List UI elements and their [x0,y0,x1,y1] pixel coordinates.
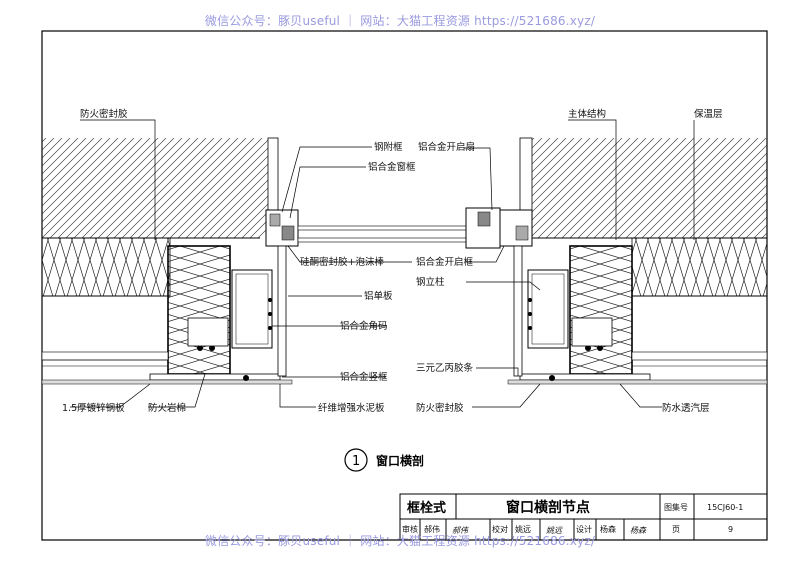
tb-review-name: 郝伟 [424,524,440,534]
section-title: 窗口横剖 [376,453,424,468]
tb-check-sign: 姚远 [546,526,563,535]
right-wall-face [519,137,533,211]
right-insulation-band [631,237,768,297]
section-number: 1 [352,454,360,469]
tb-drawing-title: 窗口横剖节点 [506,499,590,516]
label-steel-subframe: 钢附框 [374,141,403,153]
left-cement-board [41,351,169,361]
left-structure-hatch [42,138,270,238]
label-alu-corner-code: 铝合金角码 [340,320,388,332]
tb-page-no: 9 [728,525,733,534]
tb-review-sign: 郝伟 [452,526,469,535]
right-fire-wool [569,245,633,375]
tb-design-name: 杨森 [600,524,616,534]
watermark-top: 微信公众号：豚贝useful ｜ 网站：大猫工程资源 https://52168… [204,14,596,28]
label-silicone-foam: 硅酮密封胶+泡沫棒 [300,256,384,268]
section-number-circle [344,448,368,472]
left-wall-face [267,137,279,211]
label-alu-single-panel: 铝单板 [364,290,393,302]
label-fire-wool: 防火岩棉 [148,402,186,414]
label-main-structure: 主体结构 [568,108,606,120]
left-fire-wool [167,245,231,375]
tb-atlas-label: 图集号 [664,502,688,512]
right-steel-column [527,269,569,349]
label-waterproof-membrane: 防水透汽层 [662,402,710,414]
right-cement-board [631,351,768,361]
label-insulation: 保温层 [694,108,723,120]
tb-atlas-no: 15CJ60-1 [707,503,743,512]
left-steel-column [231,269,273,349]
label-fire-seal-bottom: 防火密封胶 [416,402,464,414]
tb-design-label: 设计 [576,524,592,534]
label-fire-seal-top: 防火密封胶 [80,108,128,120]
label-alu-window-frame: 铝合金窗框 [368,161,416,173]
label-alu-mullion: 铝合金竖框 [340,371,388,383]
label-steel-column: 钢立柱 [416,276,445,288]
label-epdm-strip: 三元乙丙胶条 [416,362,474,374]
label-alu-open-frame: 铝合金开启框 [416,256,474,268]
watermark-bottom: 微信公众号：豚贝useful ｜ 网站：大猫工程资源 https://52168… [204,534,596,548]
tb-review-label: 审核 [402,524,418,534]
glass-outer [297,225,469,231]
tb-system: 框栓式 [407,500,446,516]
label-galv-steel: 1.5厚镀锌钢板 [62,402,125,414]
label-fiber-cement: 纤维增强水泥板 [318,402,385,414]
tb-design-sign: 杨森 [630,526,647,535]
glass-inner [297,237,469,243]
tb-page-label: 页 [672,525,680,534]
left-insulation-band [41,237,171,297]
tb-check-label: 校对 [492,524,508,534]
right-structure-hatch [532,138,767,238]
tb-check-name: 姚远 [515,524,531,534]
label-alu-sash: 铝合金开启扇 [418,141,475,153]
